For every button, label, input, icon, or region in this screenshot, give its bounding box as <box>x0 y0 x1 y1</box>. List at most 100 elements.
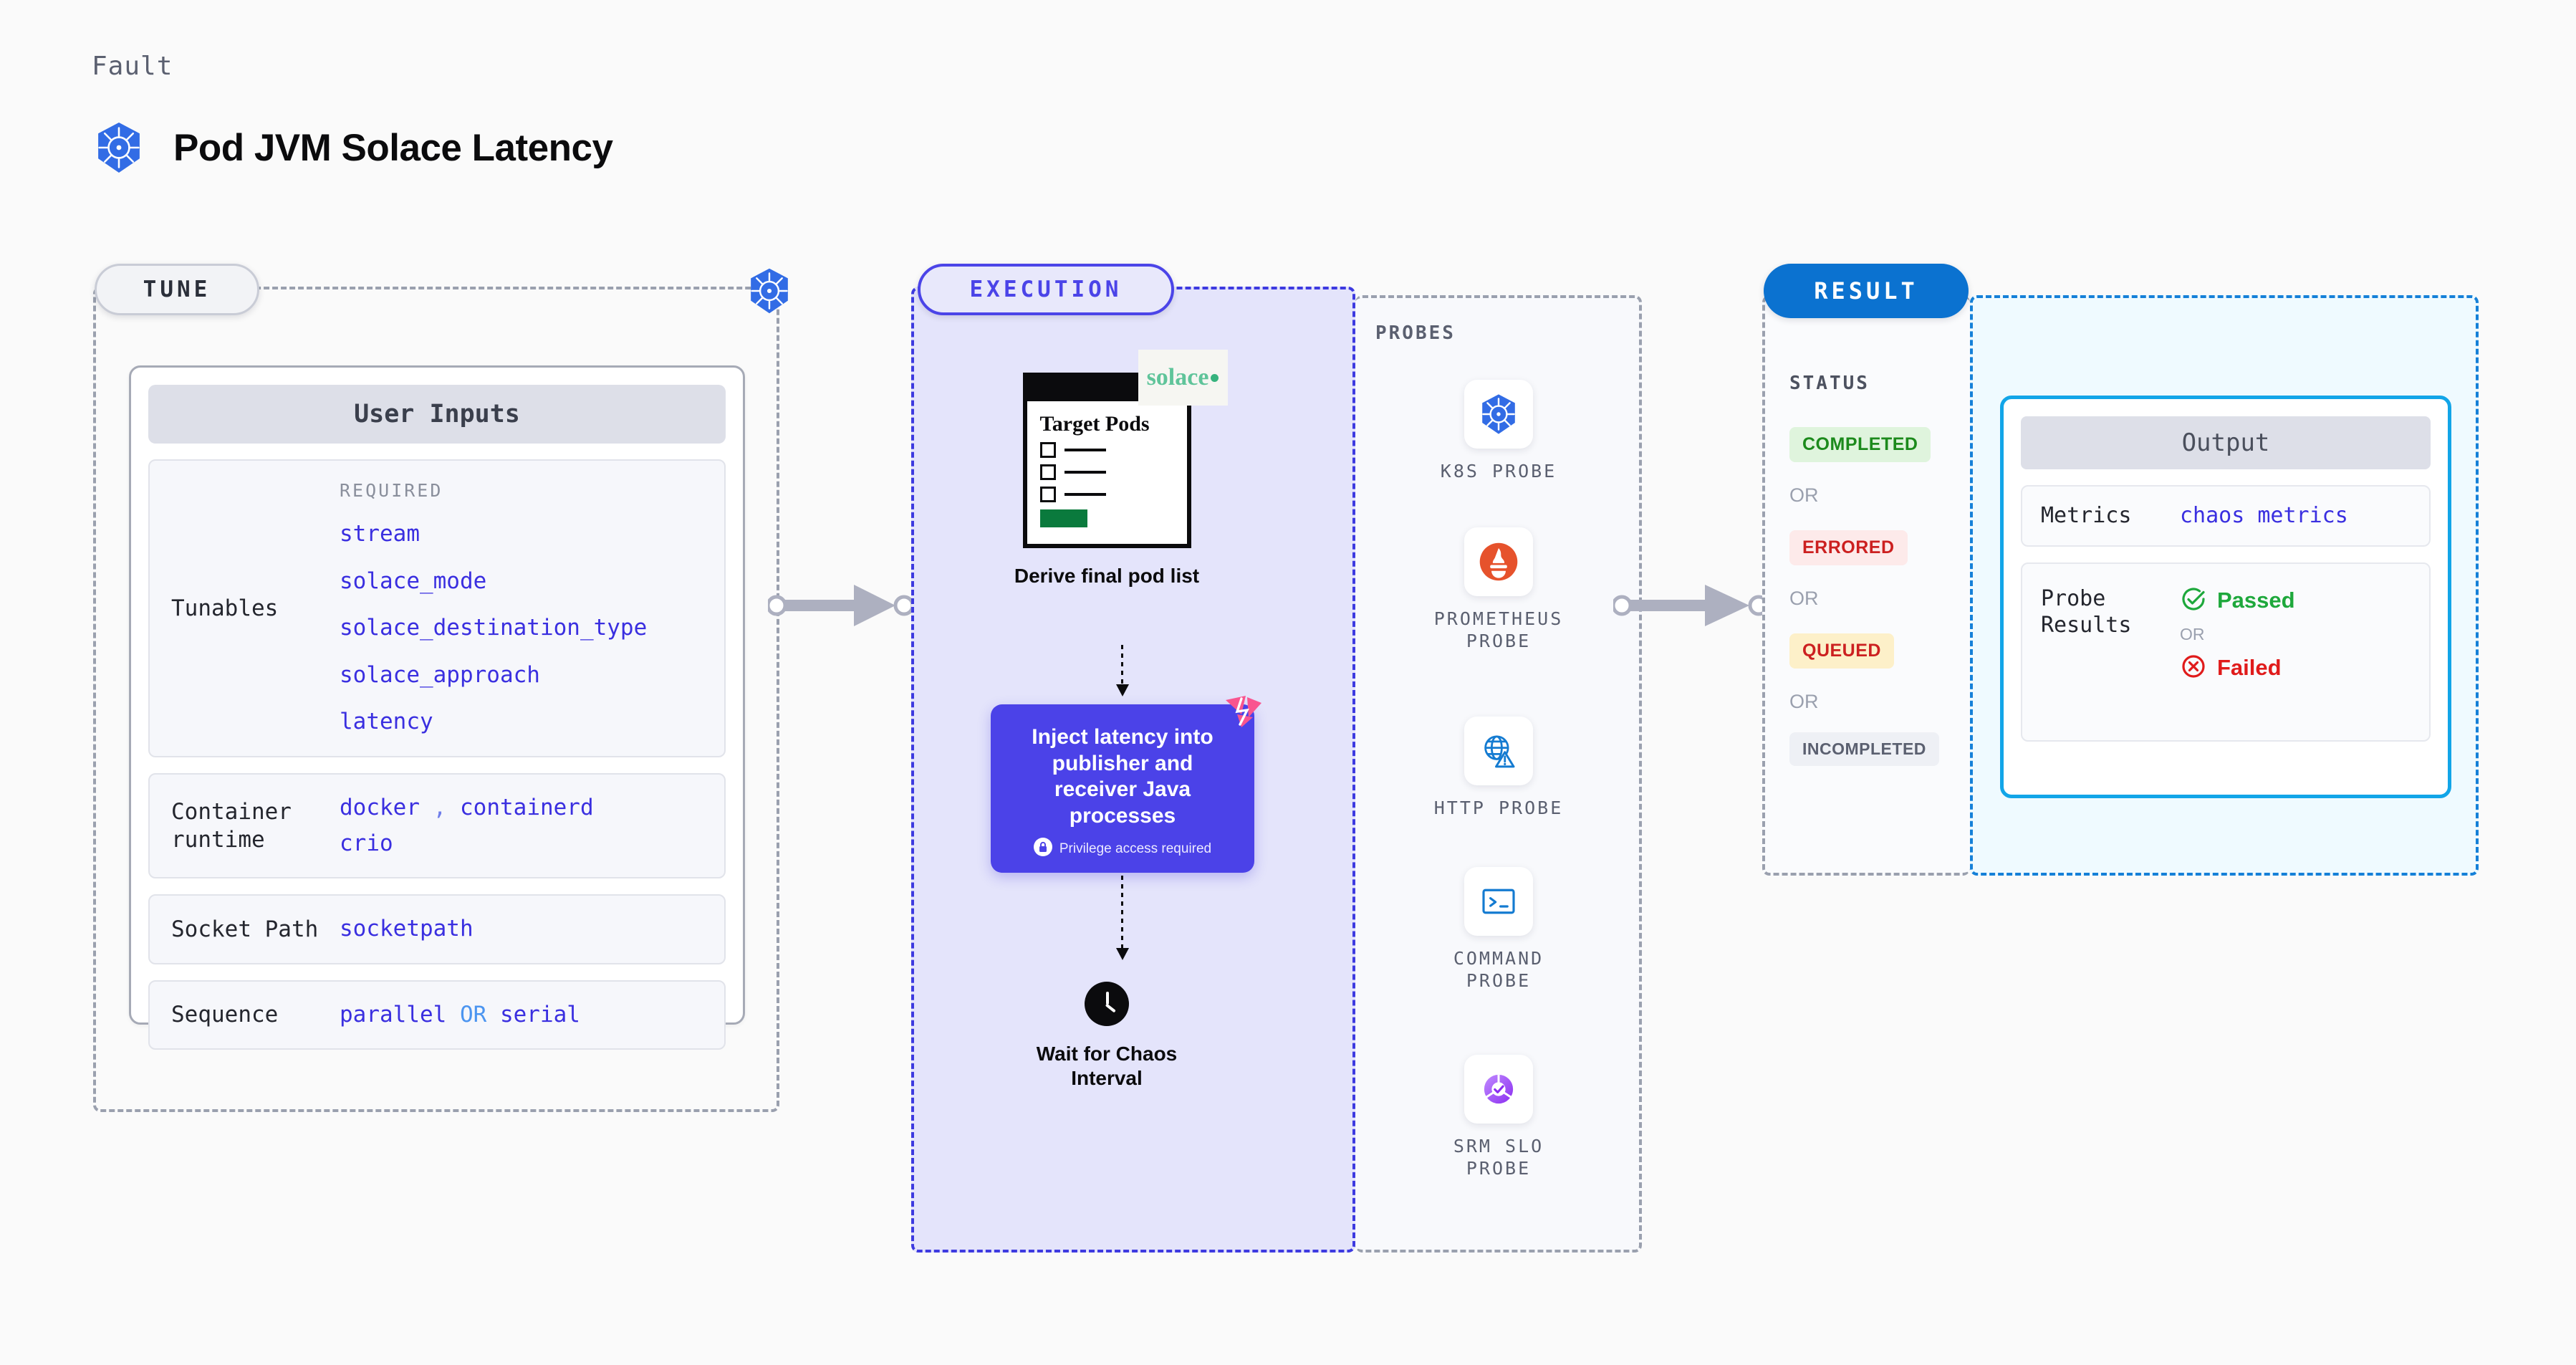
probe-srm-slo-label: SRM SLO PROBE <box>1453 1136 1544 1179</box>
output-card: Output Metrics chaos metrics Probe Resul… <box>2000 396 2451 798</box>
status-title: STATUS <box>1789 373 1870 394</box>
status-badge-completed: COMPLETED <box>1789 427 1931 462</box>
arrow-inject-to-wait <box>1116 876 1129 960</box>
container-runtime-values: docker , containerd crio <box>340 790 724 861</box>
probe-results-values: Passed OR Failed <box>2180 585 2429 684</box>
runtime-crio[interactable]: crio <box>340 830 393 856</box>
probe-k8s-label: K8S PROBE <box>1440 461 1557 482</box>
prometheus-icon <box>1464 527 1533 596</box>
wait-for-chaos-interval-node: Wait for Chaos Interval <box>1021 982 1193 1090</box>
privilege-note-text: Privilege access required <box>1059 840 1212 856</box>
wait-node-caption: Wait for Chaos Interval <box>1036 1043 1178 1089</box>
tunables-row: Tunables REQUIRED stream solace_mode sol… <box>148 459 726 757</box>
doc-highlight-bar <box>1039 509 1087 527</box>
socket-path-key: Socket Path <box>171 916 319 942</box>
inject-latency-node: Inject latency into publisher and receiv… <box>991 696 1261 873</box>
globe-warning-icon <box>1464 717 1533 785</box>
doc-rule <box>1064 448 1106 451</box>
probe-results-row: Probe Results Passed OR <box>2021 562 2431 742</box>
status-badge-errored: ERRORED <box>1789 530 1908 565</box>
probe-result-failed-label: Failed <box>2217 655 2282 680</box>
status-badge-queued: QUEUED <box>1789 633 1894 669</box>
kubernetes-icon <box>745 267 794 315</box>
probe-srm-slo[interactable]: SRM SLO PROBE <box>1427 1055 1570 1180</box>
probe-prometheus-label: PROMETHEUS PROBE <box>1433 608 1564 652</box>
sequence-key: Sequence <box>171 1002 279 1028</box>
doc-heading: Target Pods <box>1039 412 1150 436</box>
probe-result-failed: Failed <box>2180 653 2429 684</box>
socket-path-row: Socket Path socketpath <box>148 894 726 964</box>
doc-list-item <box>1039 486 1187 502</box>
tunables-values: REQUIRED stream solace_mode solace_desti… <box>340 476 724 740</box>
probe-http[interactable]: HTTP PROBE <box>1427 717 1570 819</box>
tunable-stream[interactable]: stream <box>340 521 420 547</box>
runtime-docker[interactable]: docker <box>340 794 420 820</box>
probe-command-label: COMMAND PROBE <box>1453 948 1544 992</box>
tunable-latency[interactable]: latency <box>340 709 433 735</box>
doc-rule <box>1064 492 1106 496</box>
probe-result-passed-label: Passed <box>2217 588 2295 613</box>
x-circle-icon <box>2180 653 2207 684</box>
metrics-value[interactable]: chaos metrics <box>2180 503 2348 529</box>
page-title: Pod JVM Solace Latency <box>173 126 613 169</box>
kubernetes-icon <box>92 120 146 175</box>
metrics-key: Metrics <box>2041 503 2132 528</box>
litmus-chaos-icon <box>1220 693 1264 734</box>
page-title-row: Pod JVM Solace Latency <box>92 120 613 175</box>
sequence-row: Sequence parallel OR serial <box>148 980 726 1050</box>
check-circle-icon <box>2180 585 2207 616</box>
probe-command[interactable]: COMMAND PROBE <box>1427 867 1570 992</box>
probe-results-key: Probe Results <box>2041 585 2132 638</box>
connector-tune-execution <box>768 573 918 638</box>
probe-result-or: OR <box>2180 624 2205 643</box>
checkbox-icon <box>1039 486 1056 502</box>
derive-node-caption: Derive final pod list <box>1014 565 1200 587</box>
runtime-separator: , <box>433 794 447 820</box>
probe-prometheus[interactable]: PROMETHEUS PROBE <box>1427 527 1570 653</box>
container-runtime-row: Container runtime docker , containerd cr… <box>148 772 726 879</box>
doc-list-item <box>1039 464 1187 480</box>
tunables-key: Tunables <box>171 595 279 621</box>
terminal-icon <box>1464 867 1533 936</box>
solace-logo-text: solace <box>1146 364 1209 391</box>
status-or-3: OR <box>1789 691 1819 712</box>
probe-k8s[interactable]: K8S PROBE <box>1427 380 1570 482</box>
target-pods-doc: Target Pods solace <box>1022 350 1228 548</box>
tune-panel-label: TUNE <box>95 264 259 315</box>
doc-rule <box>1064 470 1106 474</box>
status-badge-incompleted: INCOMPLETED <box>1789 732 1939 766</box>
arrow-derive-to-inject <box>1116 645 1129 696</box>
socket-path-value[interactable]: socketpath <box>340 916 474 942</box>
inject-latency-text: Inject latency into publisher and receiv… <box>1032 725 1213 828</box>
tune-panel <box>93 287 779 1112</box>
probe-http-label: HTTP PROBE <box>1433 798 1564 818</box>
tunable-solace-destination-type[interactable]: solace_destination_type <box>340 615 648 641</box>
sequence-values: parallel OR serial <box>340 997 724 1033</box>
doc-list-item <box>1039 441 1187 458</box>
sequence-separator: OR <box>459 1001 487 1028</box>
status-or-2: OR <box>1789 588 1819 609</box>
output-title: Output <box>2021 416 2431 469</box>
sequence-serial[interactable]: serial <box>499 1001 580 1028</box>
fault-kicker: Fault <box>92 52 173 81</box>
clock-icon <box>1085 982 1129 1026</box>
solace-logo: solace <box>1138 350 1228 406</box>
probe-result-passed: Passed <box>2180 585 2429 616</box>
tunable-solace-mode[interactable]: solace_mode <box>340 567 487 594</box>
user-inputs-title: User Inputs <box>148 385 726 444</box>
status-or-1: OR <box>1789 484 1819 506</box>
sequence-parallel[interactable]: parallel <box>340 1001 447 1028</box>
metrics-row: Metrics chaos metrics <box>2021 485 2431 547</box>
srm-slo-icon <box>1464 1055 1533 1124</box>
checkbox-icon <box>1039 441 1056 458</box>
solace-logo-dot <box>1211 373 1219 382</box>
user-inputs-card: User Inputs Tunables REQUIRED stream sol… <box>129 365 745 1050</box>
privilege-note: Privilege access required <box>1009 838 1236 860</box>
checkbox-icon <box>1039 464 1056 480</box>
execution-panel-label: EXECUTION <box>918 264 1174 315</box>
tunable-solace-approach[interactable]: solace_approach <box>340 661 540 688</box>
probes-title: PROBES <box>1375 322 1456 344</box>
runtime-containerd[interactable]: containerd <box>460 794 594 820</box>
derive-pod-list-node: Target Pods solace Derive final pod list <box>1006 350 1228 588</box>
